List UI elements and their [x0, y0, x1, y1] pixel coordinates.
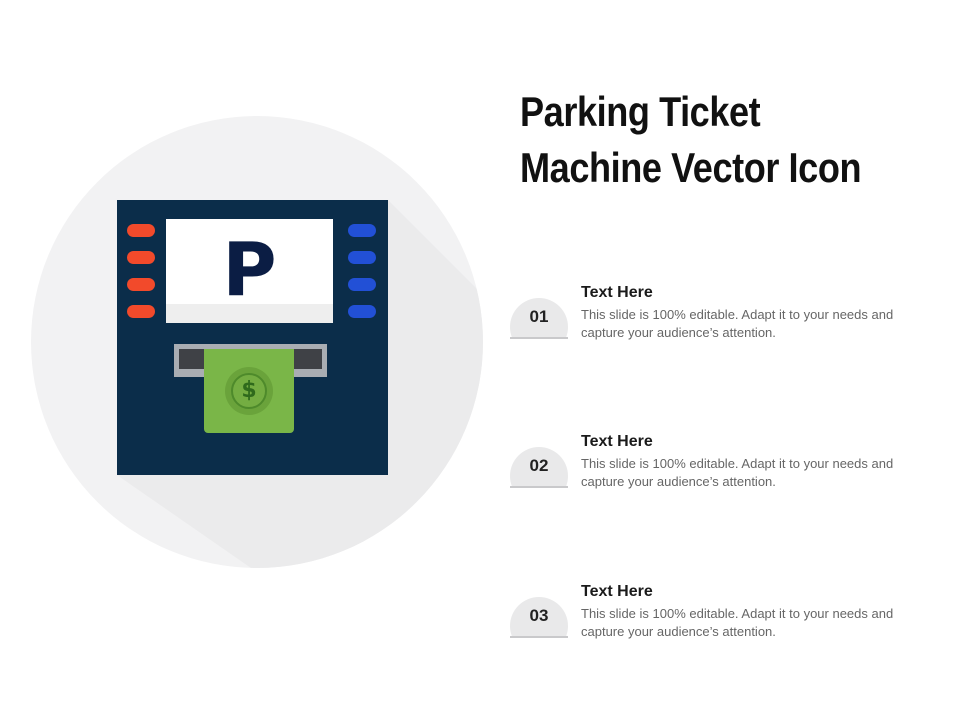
- item-body: This slide is 100% editable. Adapt it to…: [581, 456, 894, 489]
- number-badge-text: 03: [529, 606, 549, 625]
- red-button-icon: [127, 224, 155, 237]
- parking-p-letter: P: [222, 227, 277, 313]
- dollar-coin-icon: $: [225, 367, 273, 415]
- number-badge-line: [510, 337, 568, 339]
- item-heading: Text Here: [581, 284, 653, 301]
- dollar-bill-icon: $: [204, 349, 294, 433]
- number-badge-disc: [510, 298, 568, 338]
- machine-screen: P: [166, 219, 333, 323]
- number-badge: 02: [510, 447, 568, 488]
- item-body: This slide is 100% editable. Adapt it to…: [581, 606, 894, 639]
- number-badge-line: [510, 636, 568, 638]
- blue-button-icon: [348, 278, 376, 291]
- list-item: 01 Text Here This slide is 100% editable…: [510, 282, 930, 362]
- number-badge-text: 01: [529, 307, 549, 326]
- blue-button-icon: [348, 251, 376, 264]
- title-line-2: Machine Vector Icon: [520, 144, 862, 191]
- dollar-sign: $: [231, 373, 267, 409]
- red-button-icon: [127, 251, 155, 264]
- red-button-icon: [127, 278, 155, 291]
- blue-button-icon: [348, 305, 376, 318]
- background-circle: [31, 116, 483, 568]
- title-line-1: Parking Ticket: [520, 88, 761, 135]
- parking-ticket-machine-icon: P $: [117, 200, 388, 475]
- long-shadow: [117, 200, 483, 568]
- number-badge: 03: [510, 597, 568, 638]
- number-badge-disc: [510, 597, 568, 637]
- item-body: This slide is 100% editable. Adapt it to…: [581, 307, 894, 340]
- number-badge-line: [510, 486, 568, 488]
- list-item: 03 Text Here This slide is 100% editable…: [510, 581, 930, 661]
- number-badge-text: 02: [529, 456, 549, 475]
- list-item: 02 Text Here This slide is 100% editable…: [510, 431, 930, 511]
- number-badge: 01: [510, 298, 568, 339]
- screen-shade: [166, 304, 333, 323]
- item-heading: Text Here: [581, 583, 653, 600]
- red-button-icon: [127, 305, 155, 318]
- blue-button-icon: [348, 224, 376, 237]
- slide-title: Parking Ticket Machine Vector Icon: [520, 84, 890, 196]
- item-heading: Text Here: [581, 433, 653, 450]
- number-badge-disc: [510, 447, 568, 487]
